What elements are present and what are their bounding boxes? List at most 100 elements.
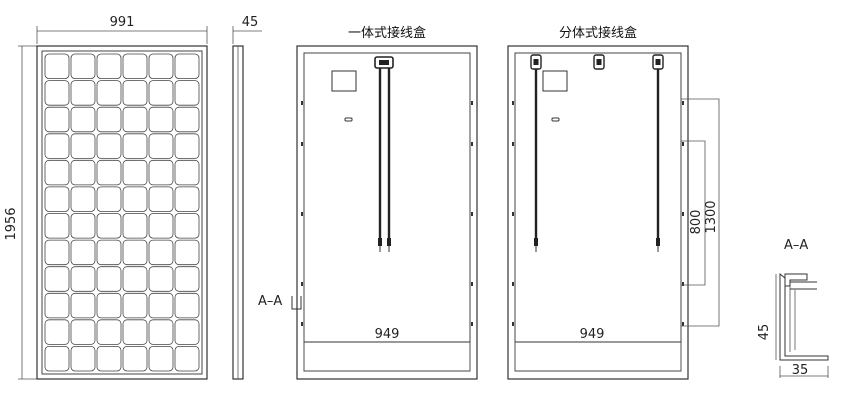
solar-cell bbox=[174, 292, 200, 319]
solar-cell bbox=[96, 53, 122, 80]
split-dim-949: 949 bbox=[580, 327, 605, 342]
solar-cell bbox=[174, 345, 200, 372]
solar-cell bbox=[148, 213, 174, 239]
mounting-hole bbox=[471, 322, 473, 326]
solar-cell bbox=[70, 292, 96, 319]
solar-cell bbox=[122, 345, 148, 372]
solar-cell bbox=[44, 133, 70, 159]
solar-cell bbox=[122, 106, 148, 133]
solar-cell bbox=[70, 345, 96, 372]
solar-cell bbox=[44, 266, 70, 292]
solar-cell bbox=[122, 292, 148, 319]
solar-cell bbox=[148, 319, 174, 345]
solar-cell bbox=[70, 133, 96, 159]
front-view: 991 1956 bbox=[4, 15, 208, 380]
mounting-hole bbox=[471, 142, 473, 146]
section-height-label: 45 bbox=[757, 324, 772, 341]
section-detail: A–A 45 35 bbox=[757, 238, 829, 378]
module-frame-inner bbox=[41, 50, 203, 375]
mounting-hole bbox=[301, 282, 303, 286]
frame-profile bbox=[779, 272, 829, 361]
solar-cell bbox=[44, 292, 70, 319]
solar-cell bbox=[174, 133, 200, 159]
front-height-label: 1956 bbox=[4, 207, 19, 240]
solar-cell bbox=[174, 106, 200, 133]
solar-cell bbox=[148, 186, 174, 212]
side-thickness-label: 45 bbox=[242, 15, 259, 30]
mounting-hole bbox=[682, 212, 684, 216]
mounting-hole bbox=[471, 101, 473, 105]
solar-cell bbox=[174, 80, 200, 106]
integrated-title: 一体式接线盒 bbox=[348, 25, 426, 41]
solar-cell bbox=[96, 186, 122, 212]
solar-cell bbox=[96, 213, 122, 239]
split-back-view: 分体式接线盒 949 800 1300 bbox=[507, 25, 720, 380]
solar-cell bbox=[122, 186, 148, 212]
cell-grid bbox=[44, 53, 200, 372]
mounting-hole bbox=[512, 282, 514, 286]
solar-cell bbox=[96, 319, 122, 345]
solar-cell bbox=[44, 106, 70, 133]
solar-cell bbox=[174, 239, 200, 266]
solar-cell bbox=[44, 319, 70, 345]
solar-cell bbox=[174, 213, 200, 239]
mounting-hole bbox=[682, 101, 684, 105]
solar-cell bbox=[122, 53, 148, 80]
solar-cell bbox=[70, 266, 96, 292]
solar-cell bbox=[122, 80, 148, 106]
mounting-hole bbox=[682, 322, 684, 326]
solar-cell bbox=[122, 213, 148, 239]
solar-cell bbox=[70, 159, 96, 186]
solar-cell bbox=[148, 292, 174, 319]
mounting-hole bbox=[512, 101, 514, 105]
cable-800-label: 800 bbox=[689, 210, 704, 235]
solar-cell bbox=[70, 213, 96, 239]
solar-cell bbox=[70, 239, 96, 266]
mounting-hole bbox=[301, 322, 303, 326]
solar-cell bbox=[174, 186, 200, 212]
front-width-label: 991 bbox=[110, 15, 135, 30]
solar-cell bbox=[96, 239, 122, 266]
solar-cell bbox=[70, 319, 96, 345]
mounting-hole bbox=[512, 322, 514, 326]
solar-cell bbox=[96, 292, 122, 319]
solar-cell bbox=[96, 159, 122, 186]
solar-cell bbox=[70, 186, 96, 212]
cable-1300-label: 1300 bbox=[704, 200, 719, 233]
integrated-dim-949: 949 bbox=[375, 327, 400, 342]
solar-cell bbox=[122, 319, 148, 345]
nameplate bbox=[331, 70, 357, 92]
solar-cell bbox=[122, 239, 148, 266]
solar-cell bbox=[174, 159, 200, 186]
section-mark: A–A bbox=[258, 294, 282, 309]
mounting-hole bbox=[301, 101, 303, 105]
mounting-hole bbox=[682, 142, 684, 146]
split-junction-boxes bbox=[530, 54, 664, 70]
mounting-hole bbox=[301, 142, 303, 146]
solar-cell bbox=[122, 266, 148, 292]
solar-cell bbox=[44, 345, 70, 372]
mounting-holes bbox=[301, 101, 473, 326]
side-view: 45 bbox=[232, 15, 262, 380]
mounting-hole bbox=[682, 282, 684, 286]
solar-cell bbox=[70, 106, 96, 133]
section-title: A–A bbox=[784, 238, 808, 253]
solar-cell bbox=[148, 345, 174, 372]
solar-cell bbox=[122, 159, 148, 186]
mounting-hole bbox=[471, 282, 473, 286]
solar-cell bbox=[148, 80, 174, 106]
solar-cell bbox=[174, 319, 200, 345]
solar-cell bbox=[96, 80, 122, 106]
split-title: 分体式接线盒 bbox=[559, 25, 637, 41]
integrated-back-view: 一体式接线盒 949 A–A bbox=[258, 25, 478, 380]
solar-cell bbox=[174, 266, 200, 292]
solar-cell bbox=[96, 266, 122, 292]
solar-cell bbox=[148, 106, 174, 133]
solar-cell bbox=[148, 266, 174, 292]
solar-cell bbox=[148, 133, 174, 159]
solar-cell bbox=[174, 53, 200, 80]
mounting-hole bbox=[471, 212, 473, 216]
solar-cell bbox=[122, 133, 148, 159]
